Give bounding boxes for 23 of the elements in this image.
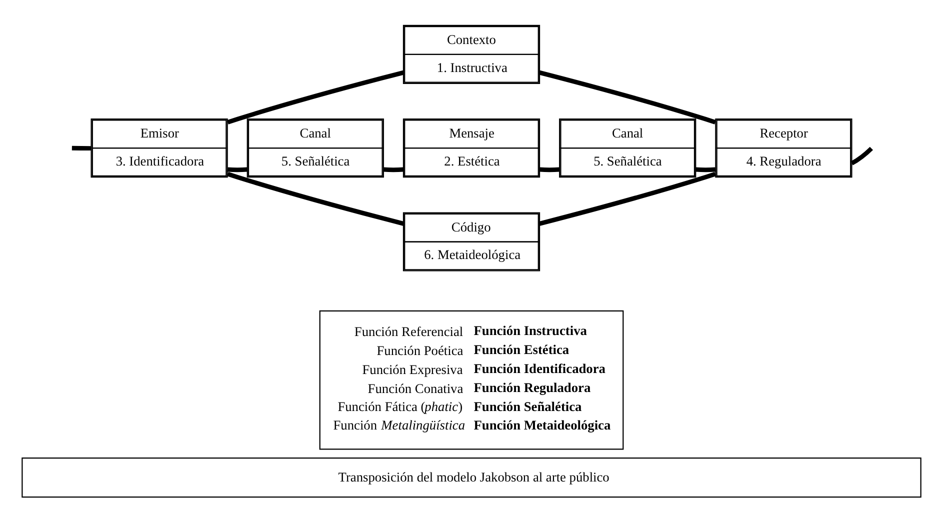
connector <box>227 70 404 124</box>
connector <box>72 146 92 151</box>
connector <box>384 167 404 172</box>
connector <box>850 146 873 166</box>
connector <box>227 172 404 226</box>
label: Función Conativa <box>368 380 464 396</box>
label: Función Metaideológica <box>474 418 611 433</box>
label: Función Poética <box>376 343 464 358</box>
label: Función Fática (phatic) <box>338 398 463 414</box>
label: Función Señalética <box>474 398 582 414</box>
label: Función Identificadora <box>474 360 606 376</box>
label: Función Reguladora <box>474 380 591 395</box>
label: Función Expresiva <box>362 362 463 377</box>
caption: Transposición del modelo Jakobson al arte público <box>338 470 610 485</box>
label: Función Instructiva <box>474 322 587 338</box>
label: Función Estética <box>474 342 570 357</box>
connector <box>696 167 716 172</box>
connector <box>538 172 716 226</box>
connector <box>227 167 248 172</box>
connector <box>538 70 716 124</box>
connector <box>540 167 560 172</box>
label: Función Referencial <box>354 324 464 340</box>
label: Función Metalingüística <box>333 418 466 433</box>
